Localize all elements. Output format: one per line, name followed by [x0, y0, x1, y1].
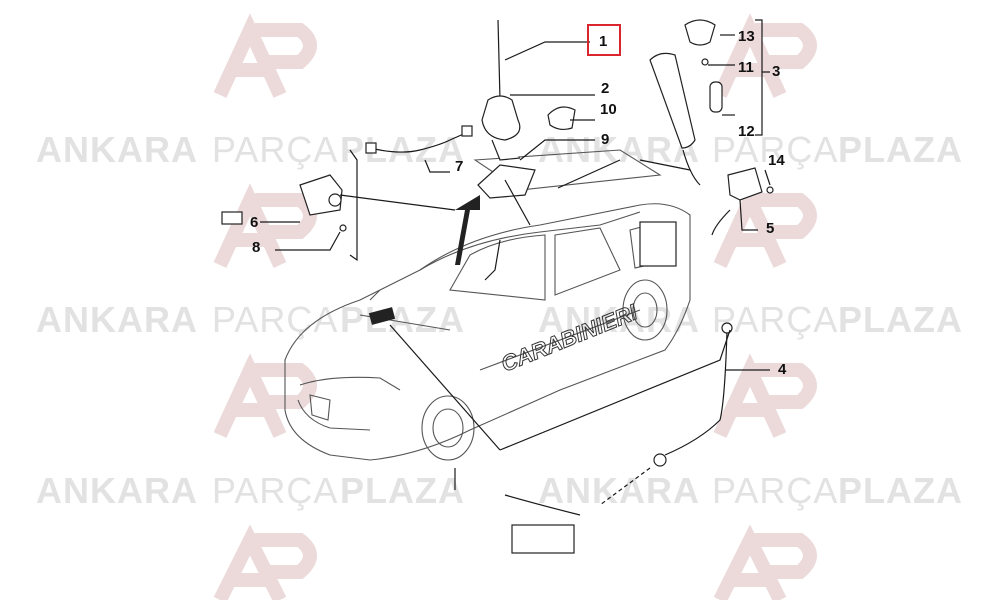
- wm-parca: PARÇA: [712, 129, 838, 170]
- screw-14: [766, 186, 774, 194]
- wm-plaza: PLAZA: [838, 299, 963, 340]
- watermark-logo: [213, 183, 317, 268]
- hood-block: [368, 307, 396, 325]
- mount-cable: [484, 239, 501, 281]
- callout-13: 13: [738, 28, 755, 45]
- wm-plaza: PLAZA: [838, 129, 963, 170]
- wm-parca: PARÇA: [212, 299, 338, 340]
- callout-3: 3: [772, 63, 780, 80]
- wm-plaza: PLAZA: [340, 129, 465, 170]
- bottom-cable: [504, 494, 581, 516]
- antenna-connector: [491, 139, 521, 161]
- leader-lines: [260, 19, 771, 490]
- car-illustration: CARABINIERI: [284, 149, 691, 461]
- flashlight: [649, 52, 696, 149]
- callout-11: 11: [738, 59, 754, 76]
- module-knob: [328, 193, 342, 207]
- cable-7: [369, 131, 469, 153]
- wm-parca: PARÇA: [712, 299, 838, 340]
- callout-1: 1: [599, 33, 607, 50]
- callout-14: 14: [768, 152, 785, 169]
- wm-ankara: ANKARA: [36, 299, 198, 340]
- cable-4: [664, 329, 728, 456]
- wm-plaza: PLAZA: [340, 470, 465, 511]
- wm-ankara: ANKARA: [538, 299, 700, 340]
- connector-4b: [653, 453, 667, 467]
- callout-12: 12: [738, 123, 755, 140]
- wm-parca: PARÇA: [212, 129, 338, 170]
- tube-12: [709, 81, 723, 113]
- watermark-row: ANKARA PARÇA PLAZA ANKARA PARÇA PLAZA: [36, 129, 963, 170]
- connector-7a: [365, 142, 377, 154]
- cap-13: [684, 19, 716, 46]
- mount-arrow: [455, 195, 480, 265]
- watermark-row: ANKARA PARÇA PLAZA ANKARA PARÇA PLAZA: [36, 299, 963, 340]
- parts: [221, 19, 774, 554]
- callout-9: 9: [601, 131, 609, 148]
- callout-6: 6: [250, 214, 258, 231]
- antenna-base: [481, 95, 521, 141]
- antenna-whip: [497, 19, 501, 101]
- watermark-logo: [213, 524, 317, 600]
- connector-7b: [461, 125, 473, 137]
- wm-parca: PARÇA: [212, 470, 338, 511]
- callout-7: 7: [455, 158, 463, 175]
- watermark-logo: [713, 524, 817, 600]
- wm-ankara: ANKARA: [538, 470, 700, 511]
- callout-labels: 1 2 10 9 7 6 8 13 11 3 12 14 5 4: [250, 24, 787, 378]
- callout-5: 5: [766, 220, 774, 237]
- watermark-logo: [713, 183, 817, 268]
- watermark-logo: [213, 13, 317, 98]
- wm-plaza: PLAZA: [838, 470, 963, 511]
- connector-6: [221, 211, 243, 225]
- wm-ankara: ANKARA: [36, 470, 198, 511]
- wm-ankara: ANKARA: [538, 129, 700, 170]
- callout-4: 4: [778, 361, 787, 378]
- wm-plaza: PLAZA: [340, 299, 465, 340]
- wm-parca: PARÇA: [712, 470, 838, 511]
- watermark-layer: ANKARA PARÇA PLAZA ANKARA PARÇA PLAZA AN…: [36, 13, 963, 600]
- screw-11: [701, 58, 709, 66]
- connector-4a: [721, 322, 733, 334]
- control-box: [639, 221, 677, 267]
- callout-8: 8: [252, 239, 260, 256]
- dashed-link: [599, 467, 651, 506]
- wm-ankara: ANKARA: [36, 129, 198, 170]
- flashlight-strap: [682, 149, 701, 186]
- watermark-logo: [213, 353, 317, 438]
- charger-unit: [727, 167, 763, 201]
- clamp-part: [547, 106, 576, 131]
- callout-10: 10: [600, 101, 617, 118]
- screw-8: [339, 224, 347, 232]
- watermark-logo: [713, 13, 817, 98]
- callout-2: 2: [601, 80, 609, 97]
- callout-1-highlight: [587, 24, 621, 56]
- charger-cable: [711, 209, 731, 236]
- watermark-logo: [713, 353, 817, 438]
- watermark-row: ANKARA PARÇA PLAZA ANKARA PARÇA PLAZA: [36, 470, 963, 511]
- bottom-module: [511, 524, 575, 554]
